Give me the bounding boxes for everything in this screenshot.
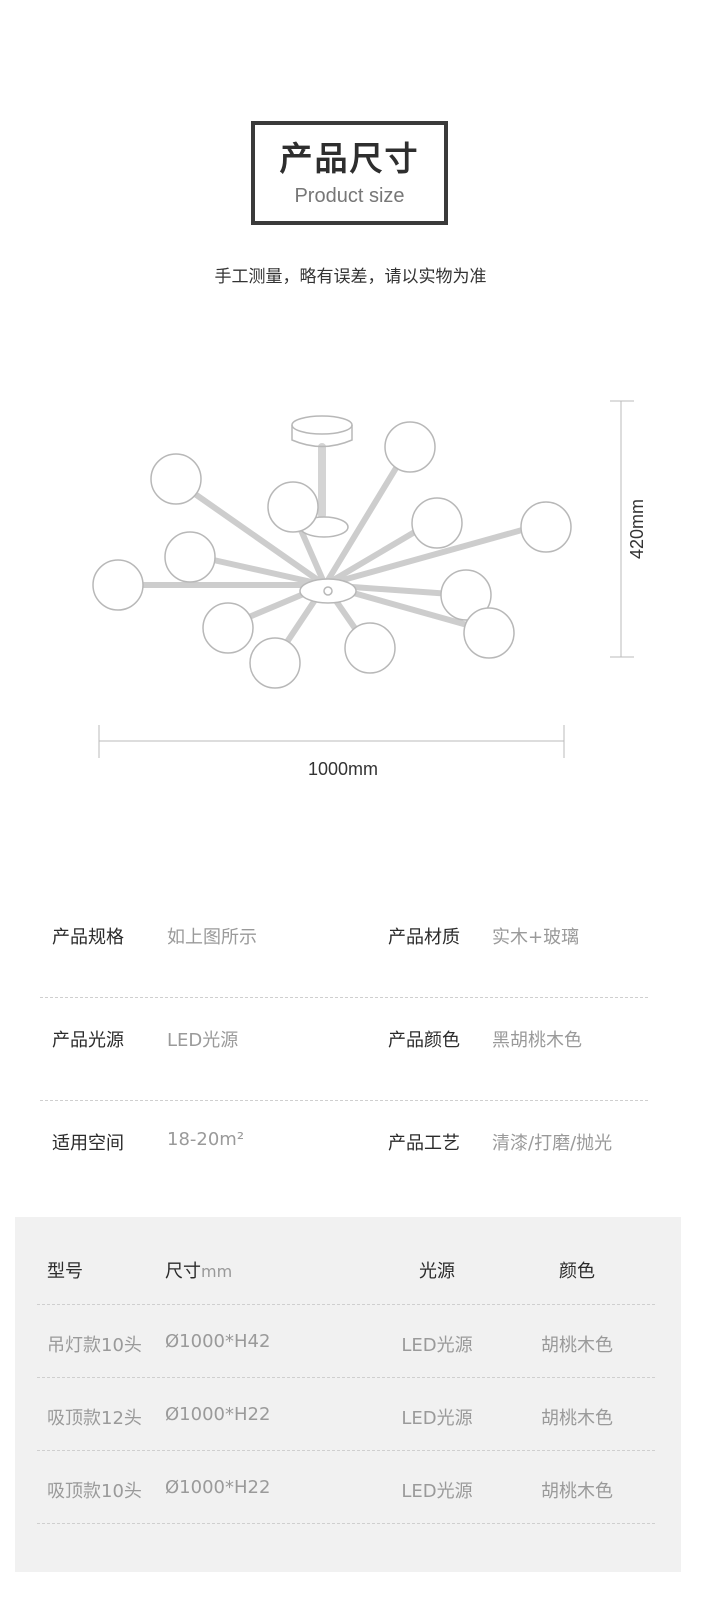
spec-grid: 产品规格 如上图所示 产品材质 实木+玻璃 产品光源 LED光源 产品颜色 黑胡…	[40, 895, 648, 1204]
globe	[267, 481, 319, 533]
spec-label: 产品光源	[52, 1030, 124, 1051]
spec-label: 产品工艺	[388, 1133, 460, 1154]
cell-color: 胡桃木色	[541, 1408, 613, 1429]
globe	[411, 497, 463, 549]
spec-value: 18-20m²	[167, 1129, 245, 1150]
header-model: 型号	[47, 1261, 83, 1282]
cell-model: 吸顶款10头	[47, 1481, 142, 1502]
model-table-panel: 型号 尺寸mm 光源 颜色 吊灯款10头 Ø1000*H42 LED光源 胡桃木…	[15, 1217, 681, 1572]
measurement-note: 手工测量，略有误差，请以实物为准	[214, 267, 487, 287]
spec-row: 产品光源 LED光源 产品颜色 黑胡桃木色	[40, 998, 648, 1101]
table-header: 型号 尺寸mm 光源 颜色	[37, 1217, 655, 1305]
globe	[384, 421, 436, 473]
width-label: 1000mm	[308, 759, 378, 779]
canopy-top	[291, 415, 353, 435]
globe	[150, 453, 202, 505]
header-color: 颜色	[559, 1261, 595, 1282]
cell-size: Ø1000*H22	[165, 1477, 271, 1498]
lower-hub	[299, 578, 357, 604]
globe	[344, 622, 396, 674]
width-dimension	[98, 725, 565, 758]
section-title-cn: 产品尺寸	[279, 139, 420, 178]
cell-model: 吸顶款12头	[47, 1408, 142, 1429]
spec-value: LED光源	[167, 1030, 239, 1051]
globes	[92, 421, 572, 689]
cell-model: 吊灯款10头	[47, 1335, 142, 1356]
height-dimension	[610, 400, 634, 658]
spec-label: 产品材质	[388, 927, 460, 948]
cell-size: Ø1000*H42	[165, 1331, 271, 1352]
product-line-drawing: 420mm 1000mm	[92, 400, 647, 779]
cell-light: LED光源	[401, 1335, 473, 1356]
spec-label: 适用空间	[52, 1133, 124, 1154]
header-size-label: 尺寸	[165, 1261, 201, 1282]
globe	[164, 531, 216, 583]
hub-center	[323, 586, 333, 596]
table-row: 吸顶款12头 Ø1000*H22 LED光源 胡桃木色	[37, 1378, 655, 1451]
globe	[92, 559, 144, 611]
spec-value: 实木+玻璃	[492, 927, 580, 948]
height-label: 420mm	[627, 499, 647, 559]
header-light: 光源	[419, 1261, 455, 1282]
cell-size: Ø1000*H22	[165, 1404, 271, 1425]
spec-value: 清漆/打磨/抛光	[492, 1133, 613, 1154]
spec-label: 产品颜色	[388, 1030, 460, 1051]
header-size-unit: mm	[201, 1262, 233, 1281]
spec-value: 如上图所示	[167, 927, 257, 948]
globe	[520, 501, 572, 553]
cell-light: LED光源	[401, 1408, 473, 1429]
section-title-box: 产品尺寸 Product size	[251, 121, 448, 225]
header-size: 尺寸mm	[165, 1257, 232, 1283]
spec-row: 适用空间 18-20m² 产品工艺 清漆/打磨/抛光	[40, 1101, 648, 1204]
table-row: 吊灯款10头 Ø1000*H42 LED光源 胡桃木色	[37, 1305, 655, 1378]
section-title-en: Product size	[294, 185, 405, 207]
globe	[440, 569, 492, 621]
cell-color: 胡桃木色	[541, 1335, 613, 1356]
cell-light: LED光源	[401, 1481, 473, 1502]
spec-value: 黑胡桃木色	[492, 1030, 582, 1051]
spec-row: 产品规格 如上图所示 产品材质 实木+玻璃	[40, 895, 648, 998]
globe	[202, 602, 254, 654]
spec-label: 产品规格	[52, 927, 124, 948]
model-table: 型号 尺寸mm 光源 颜色 吊灯款10头 Ø1000*H42 LED光源 胡桃木…	[37, 1217, 655, 1524]
table-row: 吸顶款10头 Ø1000*H22 LED光源 胡桃木色	[37, 1451, 655, 1524]
globe	[463, 607, 515, 659]
globe	[249, 637, 301, 689]
cell-color: 胡桃木色	[541, 1481, 613, 1502]
